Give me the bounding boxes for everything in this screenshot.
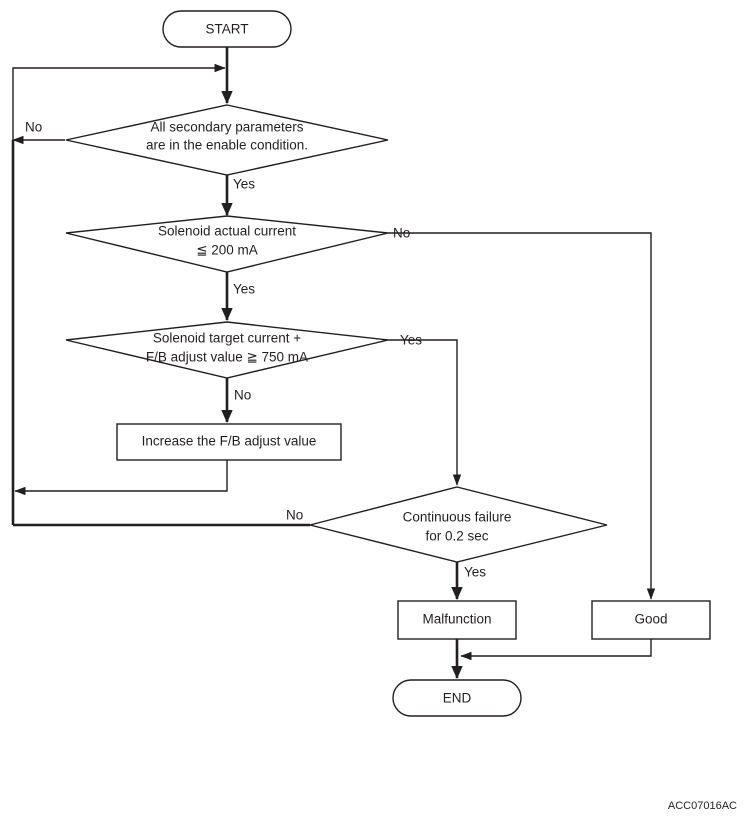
node-good[interactable] [591,600,711,640]
node-malfunction-label: Malfunction [422,612,491,627]
edge-label-decision4-no: No [286,508,303,523]
connector-decision3-yes-to-decision4 [388,339,462,486]
node-end[interactable] [392,679,522,717]
node-end-label: END [443,691,472,706]
edge-label-decision2-no: No [393,226,410,241]
node-decision3-line1: Solenoid target current + [153,331,301,346]
node-decision2-line1: Solenoid actual current [158,224,296,239]
node-decision1[interactable] [65,104,389,176]
node-start[interactable] [162,10,292,48]
reference-code: ACC07016AC [668,800,737,812]
node-good-label: Good [634,612,667,627]
connector-process1-to-feedback [14,460,228,496]
node-process-increase-fb[interactable] [116,423,342,461]
edge-label-decision1-yes: Yes [233,177,255,192]
edge-label-decision3-no: No [234,388,251,403]
edge-label-decision1-no: No [25,120,42,135]
node-decision4[interactable] [309,486,608,563]
node-decision4-line2: for 0.2 sec [425,529,488,544]
edge-label-decision4-yes: Yes [464,565,486,580]
node-decision3-line2: F/B adjust value ≧ 750 mA [146,350,308,365]
node-decision3[interactable] [65,321,389,379]
node-decision1-line1: All secondary parameters [150,120,303,135]
node-decision1-line2: are in the enable condition. [146,138,308,153]
node-malfunction[interactable] [397,600,517,640]
edge-label-decision3-yes: Yes [400,333,422,348]
connector-good-to-end [460,639,652,661]
connector-decision2-no-to-good [388,232,656,600]
connector-feedback-loop-top [12,63,226,140]
node-start-label: START [205,22,248,37]
node-decision4-line1: Continuous failure [403,510,512,525]
node-decision2[interactable] [65,215,389,273]
node-decision2-line2: ≦ 200 mA [196,243,258,258]
node-process-increase-fb-label: Increase the F/B adjust value [142,434,317,449]
edge-label-decision2-yes: Yes [233,282,255,297]
